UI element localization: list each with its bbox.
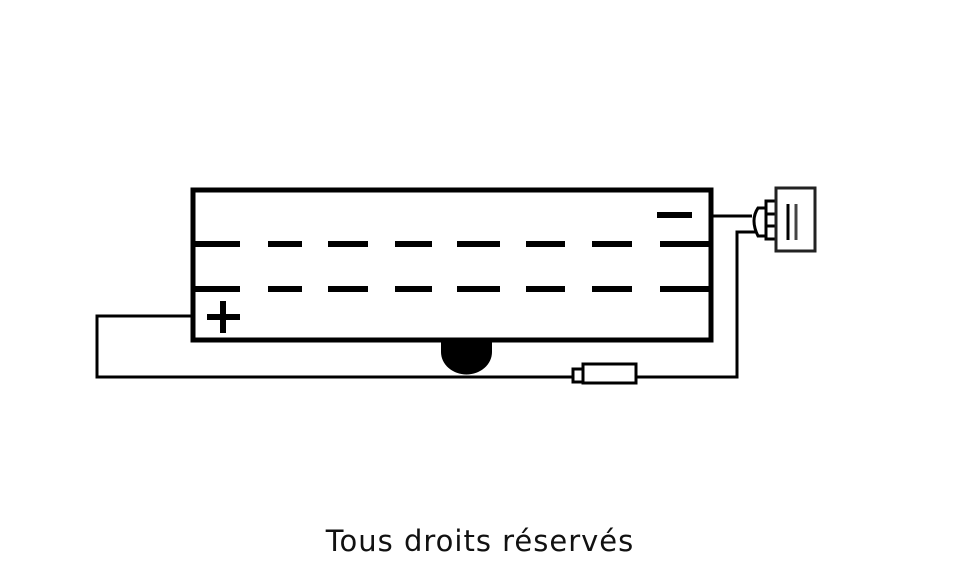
fuse-icon — [571, 362, 638, 385]
bottom-bump — [441, 341, 492, 375]
sensor-box-icon — [774, 186, 817, 253]
positive-wire — [95, 314, 574, 379]
connector-icon — [752, 199, 778, 241]
copyright-caption: Tous droits réservés — [325, 524, 635, 558]
return-wire — [636, 230, 756, 379]
positive-terminal-icon — [207, 301, 240, 333]
electrolyte-level-lines — [195, 241, 710, 292]
battery-case — [190, 187, 714, 343]
